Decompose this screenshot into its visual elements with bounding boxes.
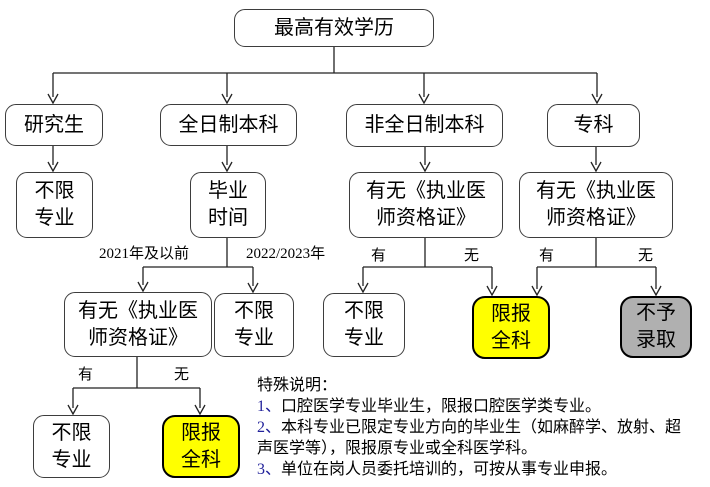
node-graduation-time: 毕业 时间 <box>190 172 266 238</box>
note-item: 3、单位在岗人员委托培训的，可按从事专业申报。 <box>257 459 693 480</box>
edge-label-none-before2021: 无 <box>174 367 190 383</box>
node-limited-general-shared: 限报 全科 <box>472 296 550 359</box>
note-text: 单位在岗人员委托培训的，可按从事专业申报。 <box>281 461 618 478</box>
node-no-major-limit-before2021-have: 不限 专业 <box>33 415 110 478</box>
edge-label-have-college: 有 <box>539 248 555 264</box>
node-not-admitted: 不予 录取 <box>620 296 692 358</box>
node-no-major-limit-graduate: 不限 专业 <box>16 172 93 238</box>
node-no-major-limit-parttime-have: 不限 专业 <box>323 293 405 357</box>
edge-label-have-parttime: 有 <box>371 248 387 264</box>
note-number: 1、 <box>257 398 282 415</box>
notes-title: 特殊说明： <box>257 377 338 394</box>
edge-label-have-before2021: 有 <box>78 367 94 383</box>
note-item: 2、本科专业已限定专业方向的毕业生（如麻醉学、放射、超声医学等），限报原专业或全… <box>257 417 693 459</box>
node-no-major-limit-2022: 不限 专业 <box>214 293 294 357</box>
node-highest-education: 最高有效学历 <box>234 9 434 47</box>
node-cert-check-before2021: 有无《执业医 师资格证》 <box>64 292 212 357</box>
node-cert-check-college: 有无《执业医 师资格证》 <box>519 172 673 238</box>
node-graduate: 研究生 <box>5 104 103 146</box>
edge-label-none-college: 无 <box>638 248 654 264</box>
edge-label-2022-2023: 2022/2023年 <box>246 246 326 262</box>
note-text: 本科专业已限定专业方向的毕业生（如麻醉学、放射、超声医学等），限报原专业或全科医… <box>257 419 682 457</box>
special-notes: 特殊说明： 1、口腔医学专业毕业生，限报口腔医学类专业。 2、本科专业已限定专业… <box>257 375 693 480</box>
note-number: 3、 <box>257 461 282 478</box>
node-fulltime-undergraduate: 全日制本科 <box>160 104 297 146</box>
node-parttime-undergraduate: 非全日制本科 <box>346 104 503 147</box>
edge-label-2021-before: 2021年及以前 <box>99 246 190 262</box>
note-number: 2、 <box>257 419 282 436</box>
node-junior-college: 专科 <box>547 104 640 147</box>
note-text: 口腔医学专业毕业生，限报口腔医学类专业。 <box>281 398 602 415</box>
note-item: 1、口腔医学专业毕业生，限报口腔医学类专业。 <box>257 396 693 417</box>
node-limited-general-before2021-none: 限报 全科 <box>162 415 240 478</box>
node-cert-check-parttime: 有无《执业医 师资格证》 <box>349 172 503 238</box>
edge-label-none-parttime: 无 <box>464 248 480 264</box>
